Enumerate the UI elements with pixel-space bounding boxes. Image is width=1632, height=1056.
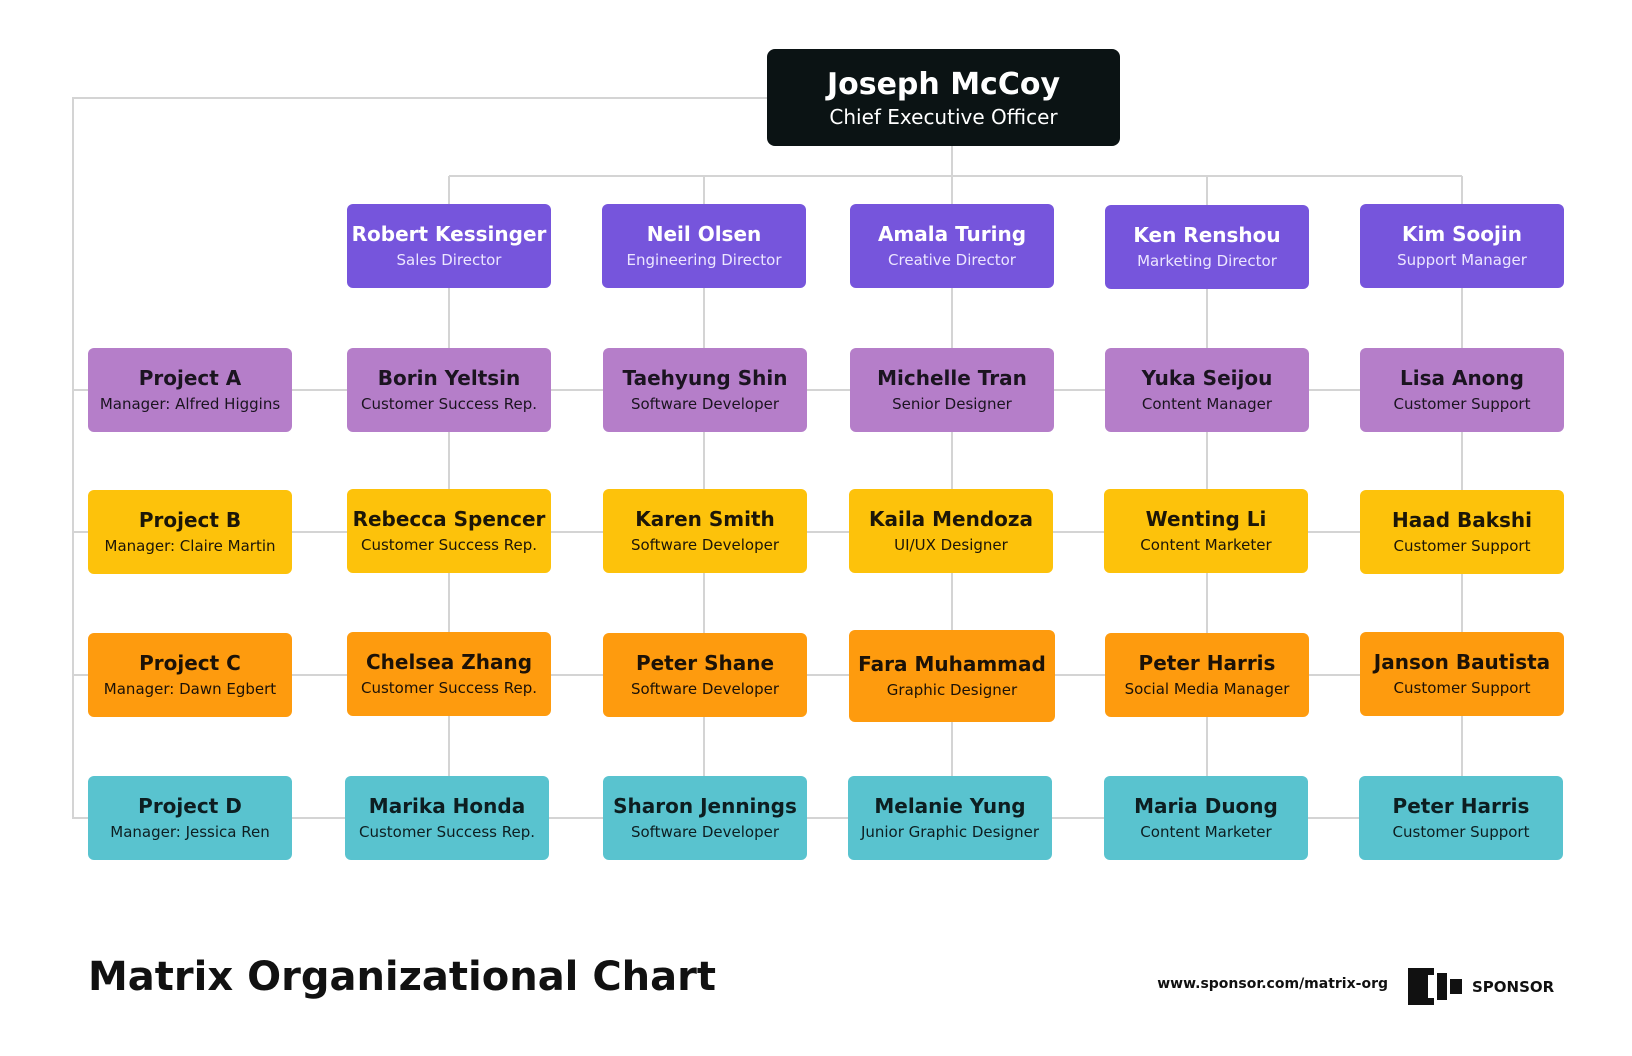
- member-role: Software Developer: [630, 536, 780, 554]
- member-box: Peter Harris Customer Support: [1359, 776, 1563, 860]
- project-name: Project D: [138, 794, 242, 818]
- member-name: Peter Shane: [635, 651, 775, 675]
- member-box: Rebecca Spencer Customer Success Rep.: [347, 489, 551, 573]
- member-role: Customer Support: [1393, 679, 1531, 697]
- chart-title: Matrix Organizational Chart: [88, 954, 716, 1000]
- member-box: Janson Bautista Customer Support: [1360, 632, 1564, 716]
- footer-url: www.sponsor.com/matrix-org: [1157, 976, 1388, 992]
- member-role: Social Media Manager: [1124, 680, 1290, 698]
- member-name: Chelsea Zhang: [365, 650, 533, 674]
- member-role: Customer Success Rep.: [360, 395, 538, 413]
- ceo-role: Chief Executive Officer: [829, 104, 1058, 129]
- member-box: Wenting Li Content Marketer: [1104, 489, 1308, 573]
- member-role: Customer Support: [1392, 823, 1530, 841]
- director-name: Amala Turing: [877, 222, 1027, 246]
- member-name: Borin Yeltsin: [377, 366, 521, 390]
- member-box: Marika Honda Customer Success Rep.: [345, 776, 549, 860]
- project-d-box: Project D Manager: Jessica Ren: [88, 776, 292, 860]
- project-name: Project A: [138, 366, 242, 390]
- member-name: Karen Smith: [635, 507, 775, 531]
- member-box: Michelle Tran Senior Designer: [850, 348, 1054, 432]
- project-manager: Manager: Jessica Ren: [110, 823, 270, 841]
- member-box: Taehyung Shin Software Developer: [603, 348, 807, 432]
- director-role: Marketing Director: [1137, 252, 1277, 270]
- director-box-sales: Robert Kessinger Sales Director: [347, 204, 551, 288]
- project-manager: Manager: Claire Martin: [104, 537, 276, 555]
- member-box: Kaila Mendoza UI/UX Designer: [849, 489, 1053, 573]
- director-name: Robert Kessinger: [351, 222, 547, 246]
- project-b-box: Project B Manager: Claire Martin: [88, 490, 292, 574]
- member-role: Graphic Designer: [886, 681, 1018, 699]
- member-box: Melanie Yung Junior Graphic Designer: [848, 776, 1052, 860]
- member-box: Borin Yeltsin Customer Success Rep.: [347, 348, 551, 432]
- director-name: Kim Soojin: [1402, 222, 1522, 246]
- member-role: Junior Graphic Designer: [860, 823, 1040, 841]
- project-c-box: Project C Manager: Dawn Egbert: [88, 633, 292, 717]
- member-name: Lisa Anong: [1400, 366, 1524, 390]
- member-role: Customer Success Rep.: [360, 679, 538, 697]
- member-box: Chelsea Zhang Customer Success Rep.: [347, 632, 551, 716]
- member-role: Senior Designer: [892, 395, 1012, 413]
- director-box-support: Kim Soojin Support Manager: [1360, 204, 1564, 288]
- member-role: Customer Support: [1393, 395, 1531, 413]
- member-role: Software Developer: [630, 680, 780, 698]
- member-box: Peter Shane Software Developer: [603, 633, 807, 717]
- member-box: Peter Harris Social Media Manager: [1105, 633, 1309, 717]
- member-role: Customer Success Rep.: [358, 823, 536, 841]
- member-box: Sharon Jennings Software Developer: [603, 776, 807, 860]
- director-box-marketing: Ken Renshou Marketing Director: [1105, 205, 1309, 289]
- member-box: Karen Smith Software Developer: [603, 489, 807, 573]
- member-name: Janson Bautista: [1373, 650, 1551, 674]
- member-role: UI/UX Designer: [894, 536, 1008, 554]
- project-manager: Manager: Dawn Egbert: [103, 680, 277, 698]
- director-role: Creative Director: [888, 251, 1016, 269]
- member-name: Kaila Mendoza: [868, 507, 1034, 531]
- director-name: Ken Renshou: [1133, 223, 1281, 247]
- ceo-to-projects-line: [72, 97, 767, 819]
- member-name: Maria Duong: [1134, 794, 1278, 818]
- member-role: Customer Support: [1393, 537, 1531, 555]
- member-role: Content Marketer: [1140, 823, 1272, 841]
- member-name: Sharon Jennings: [613, 794, 797, 818]
- member-role: Software Developer: [630, 395, 780, 413]
- member-name: Taehyung Shin: [622, 366, 788, 390]
- project-a-box: Project A Manager: Alfred Higgins: [88, 348, 292, 432]
- member-box: Haad Bakshi Customer Support: [1360, 490, 1564, 574]
- ceo-box: Joseph McCoy Chief Executive Officer: [767, 49, 1120, 146]
- member-role: Customer Success Rep.: [360, 536, 538, 554]
- member-name: Fara Muhammad: [858, 652, 1046, 676]
- director-box-creative: Amala Turing Creative Director: [850, 204, 1054, 288]
- member-box: Maria Duong Content Marketer: [1104, 776, 1308, 860]
- member-box: Yuka Seijou Content Manager: [1105, 348, 1309, 432]
- member-box: Fara Muhammad Graphic Designer: [849, 630, 1055, 722]
- sponsor-logo-icon: [1408, 968, 1462, 1005]
- member-name: Peter Harris: [1138, 651, 1276, 675]
- member-name: Wenting Li: [1145, 507, 1267, 531]
- member-role: Content Manager: [1141, 395, 1273, 413]
- member-name: Melanie Yung: [874, 794, 1026, 818]
- member-box: Lisa Anong Customer Support: [1360, 348, 1564, 432]
- member-name: Michelle Tran: [877, 366, 1027, 390]
- ceo-name: Joseph McCoy: [826, 66, 1061, 102]
- member-name: Rebecca Spencer: [352, 507, 546, 531]
- project-manager: Manager: Alfred Higgins: [99, 395, 281, 413]
- member-name: Marika Honda: [368, 794, 526, 818]
- member-name: Yuka Seijou: [1141, 366, 1273, 390]
- member-name: Haad Bakshi: [1391, 508, 1533, 532]
- director-box-engineering: Neil Olsen Engineering Director: [602, 204, 806, 288]
- project-name: Project B: [138, 508, 242, 532]
- project-name: Project C: [139, 651, 241, 675]
- director-role: Sales Director: [396, 251, 502, 269]
- director-role: Support Manager: [1397, 251, 1527, 269]
- director-name: Neil Olsen: [646, 222, 762, 246]
- director-role: Engineering Director: [626, 251, 782, 269]
- member-name: Peter Harris: [1392, 794, 1530, 818]
- member-role: Software Developer: [630, 823, 780, 841]
- footer-brand: SPONSOR: [1472, 978, 1555, 996]
- member-role: Content Marketer: [1140, 536, 1272, 554]
